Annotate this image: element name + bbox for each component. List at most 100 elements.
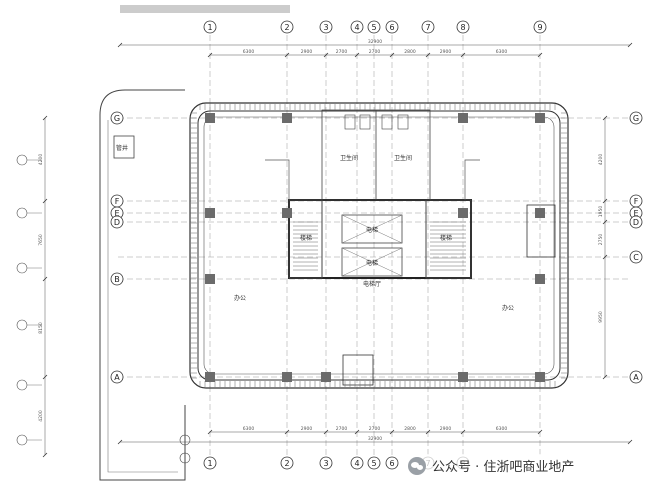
svg-text:4: 4 [354, 459, 359, 468]
room-label-stair-left: 楼梯 [300, 234, 312, 242]
column-9 [205, 274, 215, 284]
top-dimension-4: 2800 [404, 49, 416, 55]
row-axis-right-C: C [629, 250, 643, 264]
column-7 [458, 208, 468, 218]
svg-text:6: 6 [389, 23, 394, 32]
top-dimension-2: 2700 [336, 49, 348, 55]
column-axis-top-2: 2 [280, 20, 294, 34]
room-label-toilet-left: 卫生间 [340, 154, 358, 162]
row-axis-left-B: B [110, 272, 124, 286]
bottom-dimension-0: 6300 [243, 426, 255, 432]
room-label-stair-right: 楼梯 [440, 234, 452, 242]
svg-text:1: 1 [207, 459, 212, 468]
column-axis-bottom-3: 3 [319, 456, 333, 470]
top-dimension-1: 2900 [301, 49, 313, 55]
right-dimension-0: 4200 [598, 154, 604, 166]
wechat-icon [408, 456, 426, 475]
column-axis-bottom-2: 2 [280, 456, 294, 470]
column-axis-top-8: 8 [456, 20, 470, 34]
svg-text:E: E [114, 209, 119, 218]
svg-text:F: F [634, 197, 639, 206]
svg-text:5: 5 [371, 459, 376, 468]
right-dimension-1: 1950 [598, 206, 604, 218]
bottom-dimension-6: 6300 [496, 426, 508, 432]
top-dimension-3: 2700 [369, 49, 381, 55]
room-label-elevator-lower: 电梯 [366, 259, 378, 267]
row-axis-right-G: G [629, 111, 643, 125]
left-edge-marker-2 [16, 207, 42, 219]
svg-text:6: 6 [389, 459, 394, 468]
svg-text:C: C [633, 253, 639, 262]
top-dimension-0: 6300 [243, 49, 255, 55]
svg-text:2: 2 [284, 459, 289, 468]
svg-text:3: 3 [323, 23, 328, 32]
column-1 [205, 113, 215, 123]
row-axis-right-D: D [629, 215, 643, 229]
room-label-elevator-upper: 电梯 [366, 226, 378, 234]
left-edge-marker-4 [16, 319, 42, 331]
top-dimension-5: 2900 [440, 49, 452, 55]
row-axis-right-A: A [629, 370, 643, 384]
column-14 [458, 372, 468, 382]
bottom-dimension-1: 2900 [301, 426, 313, 432]
column-13 [321, 372, 331, 382]
right-dimension-3: 9950 [598, 311, 604, 323]
column-15 [535, 372, 545, 382]
bottom-dimension-2: 2700 [336, 426, 348, 432]
column-axis-bottom-4: 4 [350, 456, 364, 470]
room-label-toilet-right: 卫生间 [394, 154, 412, 162]
left-edge-marker-3 [16, 262, 42, 274]
svg-text:5: 5 [371, 23, 376, 32]
room-label-elevator-hall: 电梯厅 [363, 280, 381, 288]
left-dimension-0: 4200 [38, 154, 44, 166]
svg-text:7: 7 [425, 23, 430, 32]
row-axis-left-D: D [110, 215, 124, 229]
column-2 [282, 113, 292, 123]
column-axis-top-9: 9 [533, 20, 547, 34]
top-overall-dimension-0: 32900 [368, 39, 382, 45]
column-axis-bottom-1: 1 [203, 456, 217, 470]
bottom-dimension-4: 2800 [404, 426, 416, 432]
left-dimension-3: 4200 [38, 410, 44, 422]
perimeter-wall-ticks [191, 104, 567, 387]
dimension-lines: 6300 2900 2700 2700 2800 2900 6300 32900 6300 290… [38, 39, 633, 458]
top-dimension-6: 6300 [496, 49, 508, 55]
svg-text:G: G [633, 114, 639, 123]
row-axis-left-A: A [110, 370, 124, 384]
structural-columns [205, 113, 545, 382]
column-axis-top-3: 3 [319, 20, 333, 34]
svg-text:B: B [114, 275, 120, 284]
svg-text:9: 9 [537, 23, 542, 32]
svg-text:D: D [633, 218, 639, 227]
row-axis-right-F: F [629, 194, 643, 208]
column-axis-top-5: 5 [367, 20, 381, 34]
room-label-office-left: 办公 [234, 294, 246, 302]
svg-text:A: A [114, 373, 120, 382]
bottom-overall-dimension-0: 32900 [368, 436, 382, 442]
column-4 [535, 113, 545, 123]
column-5 [205, 208, 215, 218]
watermark-text: 公众号 · 住浙吧商业地产 [432, 460, 575, 475]
svg-text:8: 8 [460, 23, 465, 32]
row-axis-left-G: G [110, 111, 124, 125]
svg-text:G: G [114, 114, 120, 123]
row-axis-left-F: F [110, 194, 124, 208]
column-11 [205, 372, 215, 382]
left-edge-marker-5 [16, 379, 42, 391]
column-axis-top-7: 7 [421, 20, 435, 34]
room-label-shaft: 管井 [116, 144, 128, 152]
column-axis-bottom-6: 6 [385, 456, 399, 470]
column-3 [458, 113, 468, 123]
svg-text:2: 2 [284, 23, 289, 32]
left-edge-marker-6 [16, 434, 42, 446]
column-axis-top-1: 1 [203, 20, 217, 34]
column-axis-top-4: 4 [350, 20, 364, 34]
axis-bubbles: 12345678912345678GFEDCAGFEDBA [16, 20, 643, 470]
column-12 [282, 372, 292, 382]
room-label-office-right: 办公 [502, 304, 514, 312]
column-8 [535, 208, 545, 218]
left-dimension-1: 7650 [38, 234, 44, 246]
bottom-dimension-3: 2700 [369, 426, 381, 432]
svg-text:D: D [114, 218, 120, 227]
